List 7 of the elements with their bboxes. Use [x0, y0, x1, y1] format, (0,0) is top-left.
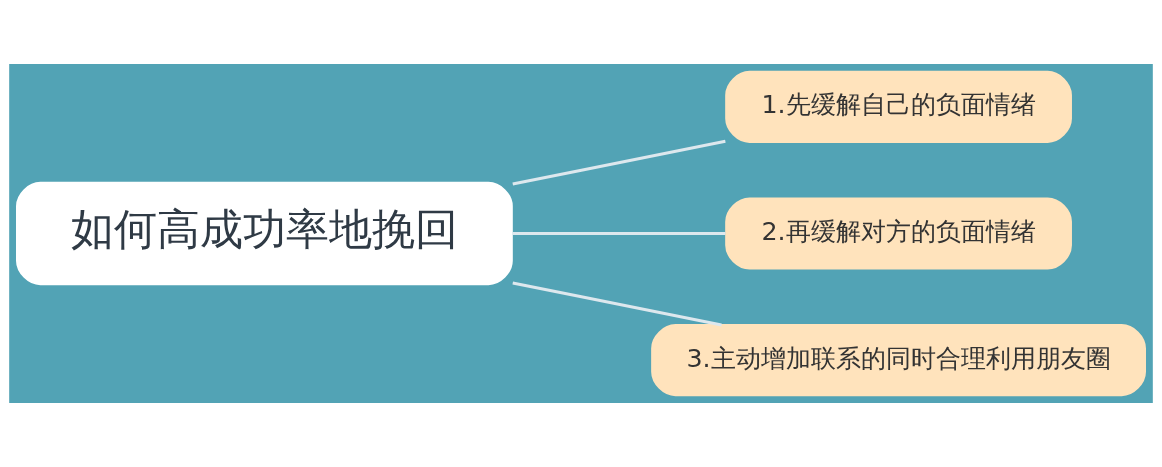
node-box: 3.主动增加联系的同时合理利用朋友圈: [651, 324, 1146, 397]
node-box: 1.先缓解自己的负面情绪: [725, 70, 1072, 143]
node-box: 如何高成功率地挽回: [16, 181, 513, 286]
connector: [512, 232, 726, 235]
connector: [512, 139, 726, 186]
connector: [512, 281, 722, 327]
node-box: 2.再缓解对方的负面情绪: [725, 197, 1072, 270]
